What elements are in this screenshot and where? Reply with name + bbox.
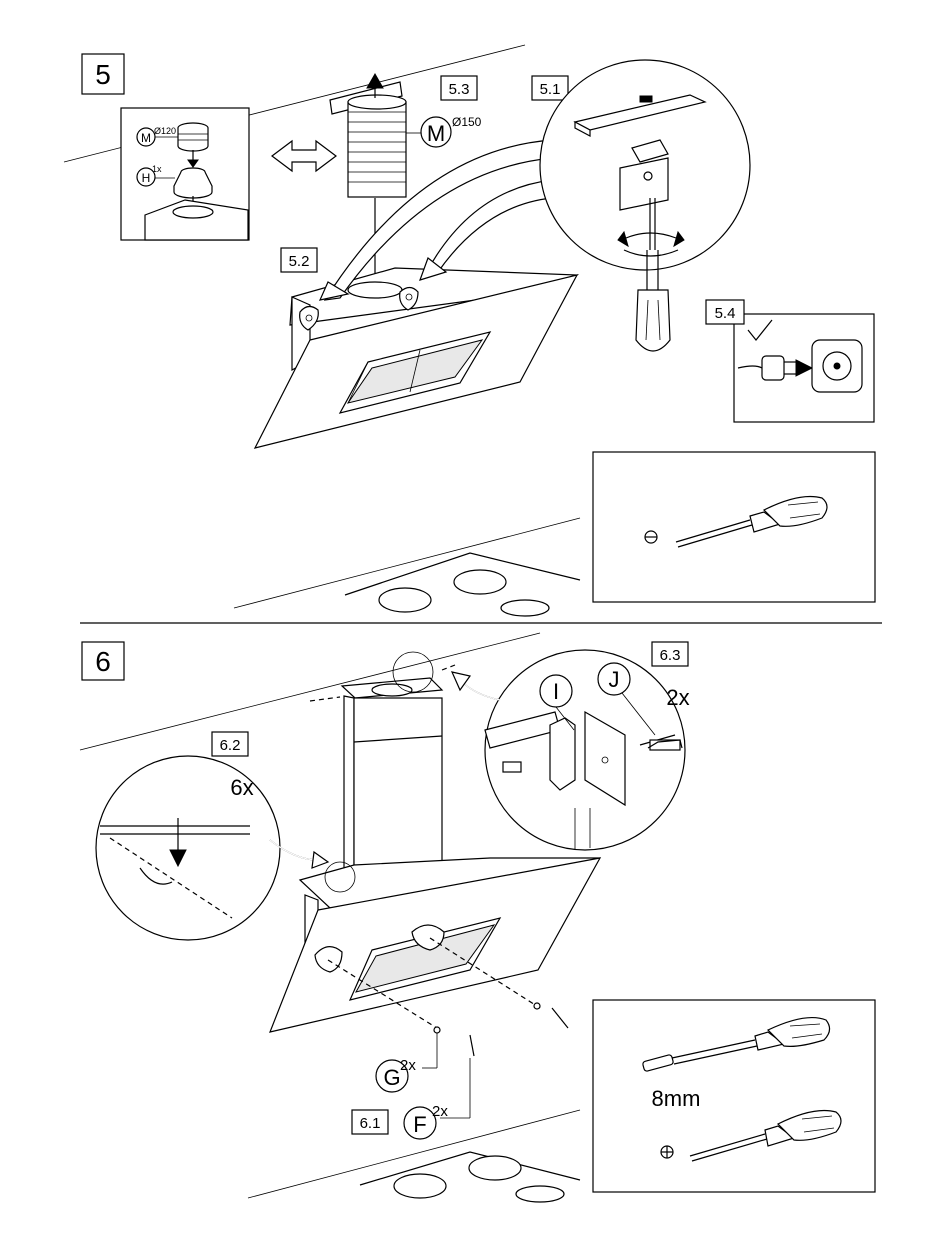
part-g: G [383, 1065, 400, 1090]
tool-box-5 [593, 452, 875, 602]
step-5: 5 M Ø120 H [64, 45, 875, 616]
substep-5-3: 5.3 [449, 81, 470, 98]
detail-circle-5-1 [540, 60, 750, 270]
inset-reducer-detail: M Ø120 H 1x [121, 108, 249, 240]
substep-5-1: 5.1 [540, 81, 561, 98]
step-5-number: 5 [95, 59, 111, 90]
part-i: I [553, 679, 559, 704]
substep-6-2: 6.2 [220, 737, 241, 754]
part-g-qty: 2x [400, 1057, 416, 1074]
inset-part-m: M [141, 131, 151, 145]
part-m-note: Ø150 [452, 115, 482, 129]
detail-5-4-plug: 5.4 [706, 300, 874, 422]
substep-6-3: 6.3 [660, 647, 681, 664]
count-6-3: 2x [666, 685, 689, 710]
part-m-letter: M [427, 121, 445, 146]
inset-part-m-note: Ø120 [154, 126, 176, 136]
cooktop-step5 [234, 518, 580, 616]
part-j: J [609, 667, 620, 692]
step-6-number: 6 [95, 646, 111, 677]
step-6: 6 6.2 6x [80, 633, 875, 1202]
detail-circle-6-3 [485, 650, 685, 850]
substep-6-1: 6.1 [360, 1115, 381, 1132]
socket-size: 8mm [652, 1086, 701, 1111]
wall-line-6 [80, 633, 540, 750]
substep-5-2: 5.2 [289, 253, 310, 270]
swap-arrow [272, 141, 336, 171]
substep-5-4: 5.4 [715, 305, 736, 322]
inset-part-h-note: 1x [152, 164, 162, 174]
inset-part-h: H [142, 171, 151, 185]
part-f-qty: 2x [432, 1103, 448, 1120]
count-6-2: 6x [230, 775, 253, 800]
tool-box-6: 8mm [593, 1000, 875, 1192]
phillips-head-icon [661, 1146, 673, 1158]
part-f: F [413, 1112, 426, 1137]
hood-body-step5 [255, 268, 577, 448]
